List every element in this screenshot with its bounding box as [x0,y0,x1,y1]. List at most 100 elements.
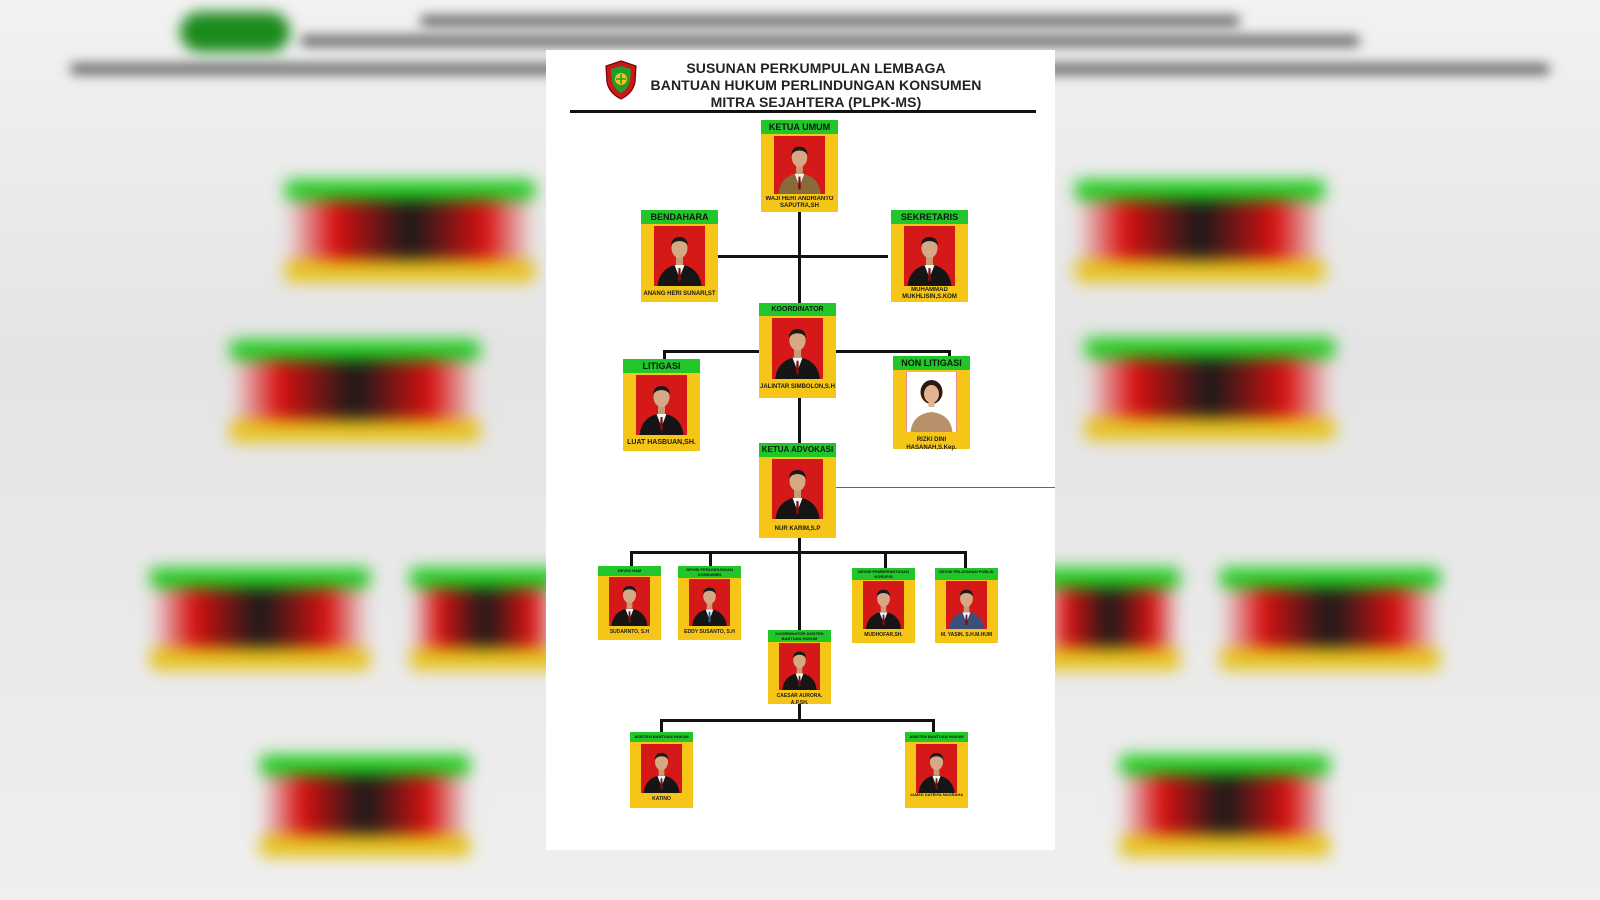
member-photo [609,577,650,626]
person-silhouette-icon [775,329,820,379]
person-silhouette-icon [778,146,821,194]
member-photo [636,375,687,435]
role-label: SEKRETARIS [891,210,968,224]
bg-blur-logo [180,12,290,52]
person-silhouette-icon [906,372,957,432]
connector-line [663,350,798,353]
org-chart-poster: SUSUNAN PERKUMPULAN LEMBAGA BANTUAN HUKU… [546,50,1055,850]
connector-line [964,551,967,568]
bg-blur-card [410,568,560,678]
bg-blur-card [285,180,535,290]
connector-line [716,255,888,258]
bg-blur-card [1120,755,1330,865]
member-name: MUHAMMAD MUKHLISIN,S.KOM [902,287,957,300]
member-card-devisi-perlindungan-konsumen: DEVISI PERLINDUNGAN KONSUMEN EDDY SUSANT… [678,566,741,640]
bg-blur-line [300,36,1360,46]
connector-line [660,719,935,722]
person-silhouette-icon [775,470,820,519]
member-photo [774,136,825,194]
member-name: MUDHOFAR,SH. [864,632,903,638]
role-label: ASISTEN BANTUAN HUKUM [630,732,693,742]
person-silhouette-icon [782,651,817,690]
member-name: NUR KARIM,S.P [774,526,821,532]
person-silhouette-icon [865,589,902,629]
bg-blur-card [260,755,470,865]
connector-line [835,350,949,353]
bg-blur-card [1085,338,1335,448]
role-label: LITIGASI [623,359,700,373]
title-line-3: MITRA SEJAHTERA (PLPK-MS) [710,94,922,110]
role-label: KOORDINATOR LITIGASI [759,303,836,316]
person-silhouette-icon [692,587,727,626]
member-name: JALINTAR SIMBOLON,S.H [760,384,835,390]
title-line-2: BANTUAN HUKUM PERLINDUNGAN KONSUMEN [650,77,982,93]
bg-blur-line [420,16,1240,26]
member-name: KATINO [652,796,671,802]
connector-line [660,719,663,732]
role-label: ASISTEN BANTUAN HUKUM [905,732,968,742]
person-silhouette-icon [948,589,985,629]
person-silhouette-icon [657,237,702,286]
connector-line [630,551,633,566]
member-card-asisten-bantuan-hukum-2: ASISTEN BANTUAN HUKUM JAMED SATRIYA NUGR… [905,732,968,808]
role-label: DEVISI PERLINDUNGAN KONSUMEN [678,566,741,578]
member-card-litigasi: LITIGASI LUAT HASBUAN,SH. [623,359,700,451]
role-label: KOORDINATOR ASISTEN BANTUAN HUKUM [768,630,831,642]
bg-blur-card [230,340,480,450]
member-card-non-litigasi: NON LITIGASI RIZKI DINI HASANAH,S.Kep. [893,356,970,451]
member-name: EDDY SUSANTO, S.H [684,629,735,635]
connector-line [798,210,801,358]
member-name: CAESAR AURORA. A.P,SH. [776,693,823,706]
member-name: SUDARNTO, S.H [609,629,650,635]
member-card-bendahara: BENDAHARA ANANG HERI SUNARI,ST [641,210,718,302]
member-card-devisi-ham: DEVISI HAM SUDARNTO, S.H [598,566,661,640]
connector-line [835,487,1055,488]
person-silhouette-icon [611,585,648,626]
member-photo [906,372,957,432]
member-photo [904,226,955,286]
member-photo [863,581,904,629]
member-card-ketua-umum: KETUA UMUM WAJI HERI ANDRIANTO SAPUTRA,S… [761,120,838,212]
role-label: BENDAHARA [641,210,718,224]
title-divider [570,110,1036,113]
member-photo [772,459,823,519]
member-card-sekretaris: SEKRETARIS MUHAMMAD MUKHLISIN,S.KOM [891,210,968,302]
person-silhouette-icon [643,752,680,793]
title-line-1: SUSUNAN PERKUMPULAN LEMBAGA [686,60,946,76]
member-name: ANANG HERI SUNARI,ST [643,291,716,297]
role-label: KETUA ADVOKASI [759,443,836,457]
role-label: NON LITIGASI [893,356,970,370]
member-photo [946,581,987,629]
bg-blur-card [1075,180,1325,290]
connector-line [798,538,801,683]
connector-line [709,551,712,566]
person-silhouette-icon [639,386,684,435]
member-card-devisi-pelayanan-publik: DEVISI PELAYANAN PUBLIK M. YASIN, S.H.M.… [935,568,998,643]
connector-line [630,551,967,554]
connector-line [948,350,951,360]
connector-line [932,719,935,732]
member-card-devisi-pemberantasan-korupsi: DEVISI PEMBERANTASAN KORUPSI MUDHOFAR,SH… [852,568,915,643]
role-label: DEVISI HAM [598,566,661,576]
member-photo [916,744,957,793]
member-photo [641,744,682,793]
member-name: WAJI HERI ANDRIANTO SAPUTRA,SH [765,196,834,209]
member-card-koordinator-asisten: KOORDINATOR ASISTEN BANTUAN HUKUM CAESAR… [768,630,831,706]
connector-line [798,703,801,719]
bg-blur-card [1220,568,1440,678]
member-name: LUAT HASBUAN,SH. [627,439,696,446]
person-silhouette-icon [918,752,955,793]
shield-logo-icon [605,60,637,100]
role-label: DEVISI PEMBERANTASAN KORUPSI [852,568,915,580]
bg-blur-card [1040,568,1180,678]
member-name: M. YASIN, S.H.M.HUM [940,632,993,638]
member-card-asisten-bantuan-hukum-1: ASISTEN BANTUAN HUKUM KATINO [630,732,693,808]
member-photo [772,318,823,379]
connector-line [884,551,887,568]
role-label: DEVISI PELAYANAN PUBLIK [935,568,998,580]
member-name: JAMED SATRIYA NUGRAHA [909,792,964,797]
member-card-ketua-advokasi: KETUA ADVOKASI NUR KARIM,S.P [759,443,836,538]
bg-blur-card [150,568,370,678]
member-name: RIZKI DINI HASANAH,S.Kep. [906,437,957,451]
member-card-koordinator-litigasi: KOORDINATOR LITIGASI JALINTAR SIMBOLON,S… [759,303,836,398]
